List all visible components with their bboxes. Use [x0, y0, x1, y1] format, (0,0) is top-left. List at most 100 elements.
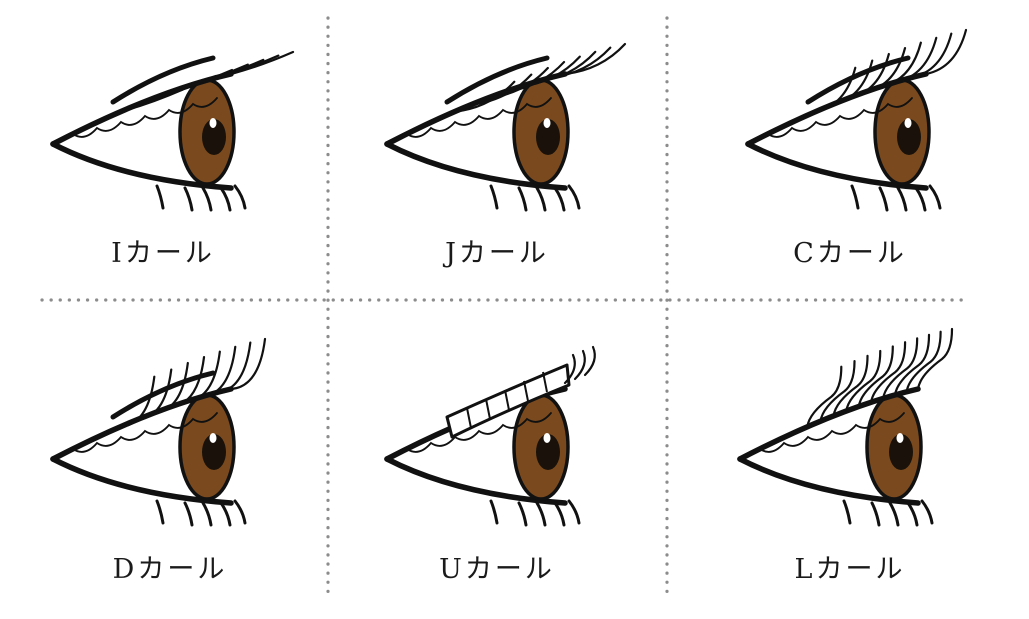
upper-lash — [229, 337, 267, 391]
inner-lash-line — [406, 412, 552, 453]
lower-lash — [155, 499, 165, 525]
eye-illustration-c-curl — [745, 28, 968, 212]
upper-lash — [168, 355, 206, 409]
lower-lash — [517, 501, 528, 527]
lower-lash — [183, 186, 194, 212]
upper-lash — [563, 42, 627, 76]
inner-lash-line — [72, 97, 218, 138]
lid-crease — [110, 370, 216, 420]
upper-lash — [905, 330, 942, 393]
upper-lash — [863, 46, 907, 94]
lower-lash — [535, 186, 547, 212]
inner-lash-line — [72, 412, 218, 453]
lower-lash — [517, 186, 528, 212]
eye-illustration-d-curl — [50, 337, 267, 527]
eye-illustration-i-curl — [50, 50, 295, 212]
upper-lash — [215, 54, 280, 79]
pupil — [536, 119, 560, 155]
lower-lash — [553, 186, 566, 212]
eye-illustration-j-curl — [384, 42, 627, 212]
lower-lash — [906, 501, 919, 527]
lid-crease — [110, 55, 216, 105]
upper-lash — [910, 32, 953, 79]
inner-lash-line — [767, 97, 913, 138]
lower-lash — [201, 186, 213, 212]
label-j-curl: Jカール — [442, 238, 549, 269]
lash-band-divider — [523, 380, 529, 402]
upper-lash — [895, 36, 938, 83]
upper-lash — [534, 50, 597, 83]
upper-lash — [893, 333, 931, 397]
label-d-curl: Dカール — [113, 554, 228, 585]
lower-lash — [233, 184, 247, 210]
eye-glint — [209, 433, 217, 443]
pupil — [889, 434, 913, 470]
upper-lash — [119, 375, 156, 428]
lower-lash — [850, 184, 860, 210]
upper-lash — [215, 341, 252, 394]
upper-lash — [806, 365, 843, 428]
eye-illustration-u-curl — [384, 345, 596, 527]
lower-lash — [183, 501, 194, 527]
eye-glint — [209, 118, 217, 128]
upper-lash — [152, 361, 189, 415]
panel-j-curl: Jカール — [384, 42, 627, 269]
lid-crease — [444, 55, 550, 105]
upper-lid-line — [384, 71, 568, 147]
lower-lash — [155, 184, 165, 210]
lower-lash — [920, 499, 934, 525]
inner-lash-line — [406, 97, 552, 138]
inner-lash-line — [759, 412, 905, 453]
upper-lash — [847, 52, 890, 100]
pupil — [202, 434, 226, 470]
lower-lash — [567, 499, 581, 525]
upper-lash — [869, 341, 907, 404]
upper-lash — [200, 345, 237, 398]
lower-lash — [489, 184, 499, 210]
upper-lash — [832, 354, 869, 417]
lower-lash — [842, 499, 852, 525]
lower-lash — [896, 186, 908, 212]
eye-glint — [904, 118, 912, 128]
pupil — [536, 434, 560, 470]
panel-c-curl: Cカール — [745, 28, 968, 269]
lower-lash — [489, 499, 499, 525]
eye-glint — [543, 433, 551, 443]
grid-dividers — [40, 16, 966, 598]
upper-lash — [184, 350, 221, 403]
lower-lash — [219, 501, 232, 527]
lower-lash — [233, 499, 247, 525]
lower-lash — [201, 501, 213, 527]
upper-lash — [845, 349, 882, 413]
lash-tip — [563, 353, 576, 385]
lower-lash — [535, 501, 547, 527]
lash-band-divider — [542, 371, 548, 393]
lower-lash — [878, 186, 889, 212]
upper-lash — [136, 368, 173, 421]
label-l-curl: Lカール — [795, 554, 906, 585]
upper-lash — [831, 59, 874, 106]
lid-crease — [805, 55, 911, 105]
upper-lash — [857, 345, 894, 408]
panel-u-curl: Uカール — [384, 345, 596, 585]
lash-band-divider — [466, 407, 472, 429]
upper-lash — [819, 360, 856, 423]
upper-lash — [882, 337, 919, 400]
upper-lash — [814, 66, 857, 113]
label-c-curl: Cカール — [793, 238, 907, 269]
eye-glint — [543, 118, 551, 128]
label-u-curl: Uカール — [439, 554, 555, 585]
lash-band-divider — [504, 389, 510, 411]
panel-l-curl: Lカール — [737, 327, 954, 585]
pupil — [897, 119, 921, 155]
panel-d-curl: Dカール — [50, 337, 267, 585]
upper-lash — [229, 50, 295, 76]
lash-tip — [573, 349, 586, 381]
lower-lash — [553, 501, 566, 527]
lower-lash — [914, 186, 927, 212]
lower-lash — [567, 184, 581, 210]
lower-lash — [219, 186, 232, 212]
upper-lash — [549, 46, 612, 79]
lash-band-divider — [485, 398, 491, 420]
